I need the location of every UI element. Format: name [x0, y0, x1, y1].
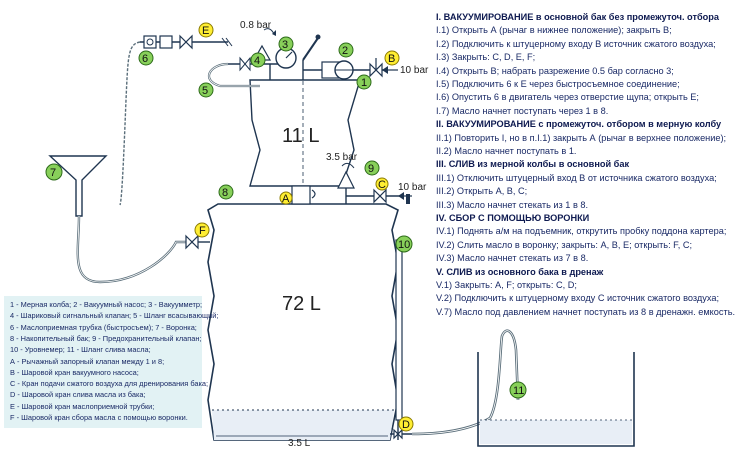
bubble-2: [338, 42, 354, 58]
legend-item: В - Шаровой кран вакуумного насоса;: [10, 367, 139, 377]
legend-item: 10 - Уровнемер; 11 - Шланг слива масла;: [10, 345, 151, 355]
bubble-3-label: 3: [282, 39, 288, 51]
valve-e-label: E: [202, 25, 209, 37]
bubble-10-label: 10: [398, 239, 410, 251]
valve-a-label: A: [282, 193, 290, 205]
instruction-heading: I. ВАКУУМИРОВАНИЕ в основной бак без про…: [436, 12, 719, 22]
legend-item: D - Шаровой кран слива масла из бака;: [10, 390, 146, 400]
legend-item: 1 - Мерная колба; 2 - Вакуумный насос; 3…: [10, 300, 203, 309]
callout-bubbles: 3 2 4 5 6 7 8 9 10 11 1: [45, 36, 527, 399]
pressure-input-c: 10 bar: [398, 182, 427, 193]
instruction-step: V.7) Масло под давлением начнет поступат…: [436, 306, 735, 317]
legend-item: С - Кран подачи сжатого воздуха для дрен…: [10, 379, 209, 389]
instruction-step: III.1) Отключить штуцерный вход В от ист…: [436, 172, 717, 183]
valve-f-label: F: [199, 225, 206, 237]
instruction-heading: V. СЛИВ из основного бака в дренаж: [436, 266, 604, 277]
vacuum-pump: [321, 60, 354, 80]
drain-tank: [477, 352, 635, 447]
instruction-step: II.2) Масло начнет поступать в 1.: [436, 146, 577, 156]
instruction-step: I.2) Подключить к штуцерному входу В ист…: [436, 38, 716, 49]
bubble-10: [395, 235, 413, 253]
pressure-input-b: 10 bar: [400, 65, 429, 76]
bubble-1: [356, 74, 372, 90]
legend-item: F - Шаровой кран сбора масла с помощью в…: [10, 413, 188, 422]
valve-b-icon: [369, 58, 383, 78]
instruction-step: I.4) Открыть В; набрать разрежение 0.5 б…: [436, 65, 674, 76]
bubble-11-label: 11: [513, 385, 524, 397]
bubble-1-label: 1: [361, 77, 367, 89]
bottom-volume-label: 3.5 L: [288, 438, 311, 449]
bubble-4: [250, 52, 266, 68]
valve-b-label: B: [388, 53, 395, 65]
bubble-11: [509, 381, 527, 399]
instruction-step: I.7) Масло начнет поступать через 1 в 8.: [436, 105, 609, 116]
level-gauge: [395, 239, 403, 421]
legend-item: Е - Шаровой кран маслоприемной трубки;: [10, 401, 155, 411]
bubble-7: [45, 163, 63, 181]
instruction-step: I.6) Опустить 6 в двигатель через отверс…: [436, 92, 699, 103]
instruction-step: III.3) Масло начнет стекать из 1 в 8.: [436, 199, 589, 210]
bubble-7-label: 7: [50, 167, 56, 179]
main-tank-volume: 72 L: [282, 293, 321, 315]
instructions-panel: I. ВАКУУМИРОВАНИЕ в основной бак без про…: [430, 8, 735, 320]
bubble-6-label: 6: [142, 53, 148, 65]
bubble-3: [278, 36, 294, 52]
schematic: 72 L 3.5 L 11 L 10 bar 0.8: [45, 20, 635, 449]
instruction-step: III.2) Открыть А, В, С;: [436, 186, 528, 197]
bubble-5: [198, 82, 214, 98]
pressure-top: 0.8 bar: [240, 20, 272, 31]
instruction-step: IV.1) Поднять а/м на подъемник, открутит…: [436, 226, 727, 237]
bubble-5-label: 5: [202, 85, 208, 97]
legend-panel: 1 - Мерная колба; 2 - Вакуумный насос; 3…: [4, 296, 218, 428]
instruction-step: II.1) Повторить I, но в п.I.1) закрыть А…: [436, 132, 727, 143]
valve-c-label: C: [378, 179, 386, 191]
bubble-9-label: 9: [368, 163, 374, 175]
bubble-6: [138, 50, 154, 66]
measuring-flask: [249, 60, 361, 196]
instruction-heading: II. ВАКУУМИРОВАНИЕ с промежуточ. отбором…: [436, 119, 722, 130]
valve-d-label: D: [402, 419, 410, 431]
instruction-step: I.3) Закрыть: C, D, E, F;: [436, 52, 536, 63]
legend-item: 8 - Накопительный бак; 9 - Предохранител…: [10, 333, 202, 343]
instruction-step: V.2) Подключить к штуцерному входу С ист…: [436, 293, 719, 304]
bubble-2-label: 2: [342, 45, 348, 57]
pressure-mid: 3.5 bar: [326, 152, 358, 163]
legend-item: 6 - Маслоприемная трубка (быстросъем); 7…: [10, 322, 197, 332]
bubble-8-label: 8: [222, 187, 228, 199]
legend-item: А - Рычажный запорный клапан между 1 и 8…: [10, 356, 165, 366]
flask-volume: 11 L: [282, 125, 319, 147]
instruction-step: IV.3) Масло начнет стекать из 7 в 8.: [436, 253, 589, 264]
instruction-step: V.1) Закрыть: А, F; открыть: С, D;: [436, 280, 577, 290]
bubble-4-label: 4: [254, 55, 260, 67]
instruction-step: I.1) Открыть А (рычаг в нижнее положение…: [436, 25, 672, 36]
instruction-step: I.5) Подключить 6 к Е через быстросъемно…: [436, 79, 680, 89]
bubble-8: [218, 184, 234, 200]
funnel: [48, 155, 108, 217]
legend-item: 4 - Шариковый сигнальный клапан; 5 - Шла…: [10, 311, 219, 321]
instruction-step: IV.2) Слить масло в воронку; закрыть: А,…: [436, 239, 693, 250]
bubble-9: [364, 160, 380, 176]
main-tank: [207, 203, 399, 441]
oil-extractor-diagram: 72 L 3.5 L 11 L 10 bar 0.8: [4, 8, 735, 449]
instruction-heading: IV. СБОР С ПОМОЩЬЮ ВОРОНКИ: [436, 213, 590, 223]
instruction-heading: III. СЛИВ из мерной колбы в основной бак: [436, 159, 630, 170]
valve-callouts: E B A C F D: [194, 22, 414, 432]
